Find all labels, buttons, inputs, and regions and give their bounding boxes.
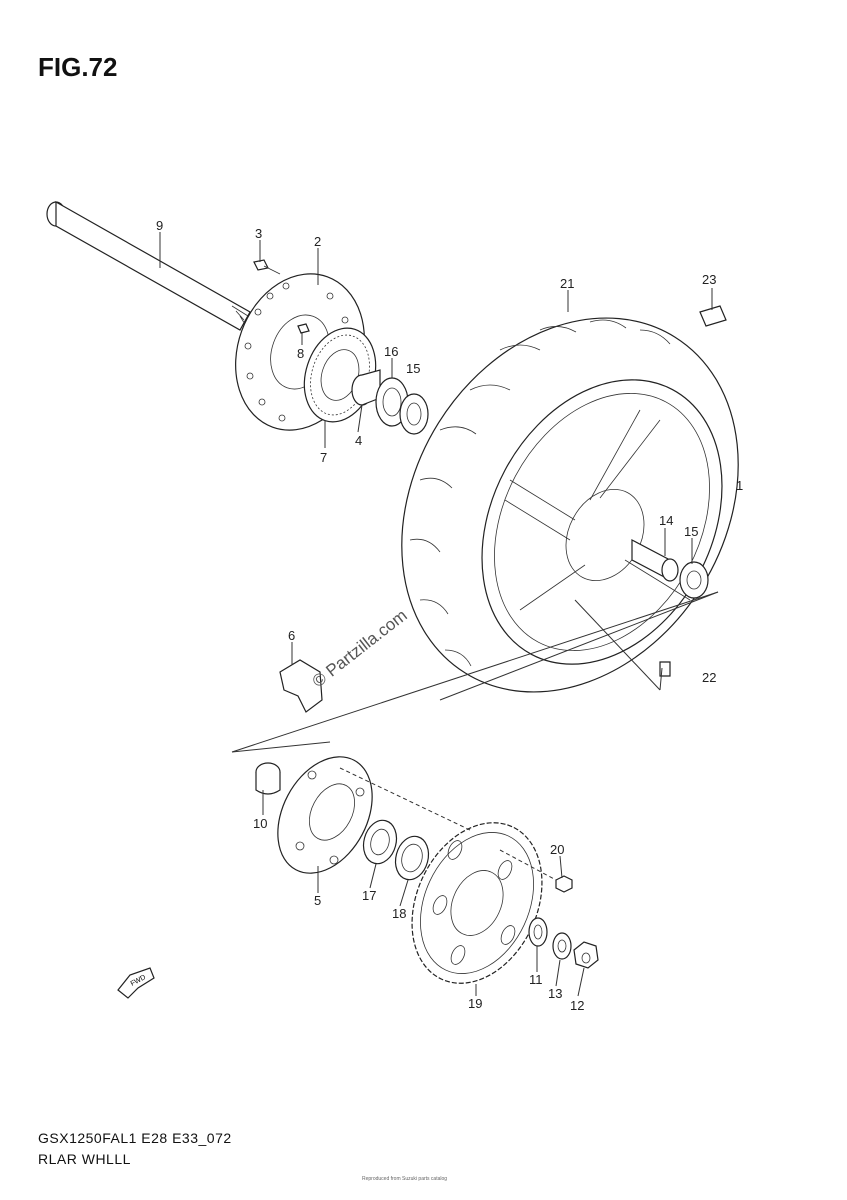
fine-print: Reproduced from Suzuki parts catalog	[362, 1176, 448, 1182]
callout-11: 11	[529, 972, 543, 987]
part-11-washer	[528, 917, 548, 947]
callout-22: 22	[702, 670, 716, 685]
callout-1: 1	[736, 478, 743, 493]
part-14-collar	[631, 539, 679, 582]
callout-20: 20	[550, 842, 564, 857]
callout-8: 8	[297, 346, 304, 361]
callout-4: 4	[355, 433, 362, 448]
callout-5: 5	[314, 893, 321, 908]
callout-13: 13	[548, 986, 562, 1001]
part-9-axle	[46, 200, 251, 331]
part-17-bearing	[362, 819, 398, 865]
part-8-screw	[297, 323, 310, 334]
callout-19: 19	[468, 996, 482, 1011]
part-20-nut	[555, 875, 573, 893]
callout-21: 21	[560, 276, 574, 291]
leader-lines	[159, 232, 713, 997]
callout-12: 12	[570, 998, 584, 1013]
part-10-damper	[255, 762, 281, 795]
part-4-spacer	[351, 369, 381, 406]
part-5-sprocket-carrier	[277, 756, 373, 874]
callout-10: 10	[253, 816, 267, 831]
callout-3: 3	[255, 226, 262, 241]
part-3-bolt	[253, 259, 281, 275]
part-6-bracket	[279, 659, 323, 713]
figure-title: FIG.72	[38, 52, 118, 82]
callout-15-left: 15	[406, 361, 420, 376]
callout-7: 7	[320, 450, 327, 465]
callout-18: 18	[392, 906, 406, 921]
callout-17: 17	[362, 888, 376, 903]
callout-9: 9	[156, 218, 163, 233]
callout-15-right: 15	[684, 524, 698, 539]
part-13-washer	[552, 932, 572, 960]
callout-2: 2	[314, 234, 321, 249]
part-18-oil-seal	[394, 835, 430, 881]
part-23-weight	[699, 305, 727, 327]
part-12-nut	[573, 941, 599, 969]
callout-16: 16	[384, 344, 398, 359]
part-22-valve	[659, 661, 671, 677]
callout-23: 23	[702, 272, 716, 287]
part-15-bearing-left	[399, 393, 429, 435]
section-name: RLAR WHLLL	[38, 1151, 131, 1167]
callout-6: 6	[288, 628, 295, 643]
part-15-bearing-right	[679, 561, 709, 599]
watermark-text: © Partzilla.com	[309, 606, 411, 692]
callout-14: 14	[659, 513, 673, 528]
assembly-lines	[231, 591, 719, 881]
fwd-arrow-icon: FWD	[117, 967, 155, 999]
diagram-code: GSX1250FAL1 E28 E33_072	[38, 1130, 232, 1146]
